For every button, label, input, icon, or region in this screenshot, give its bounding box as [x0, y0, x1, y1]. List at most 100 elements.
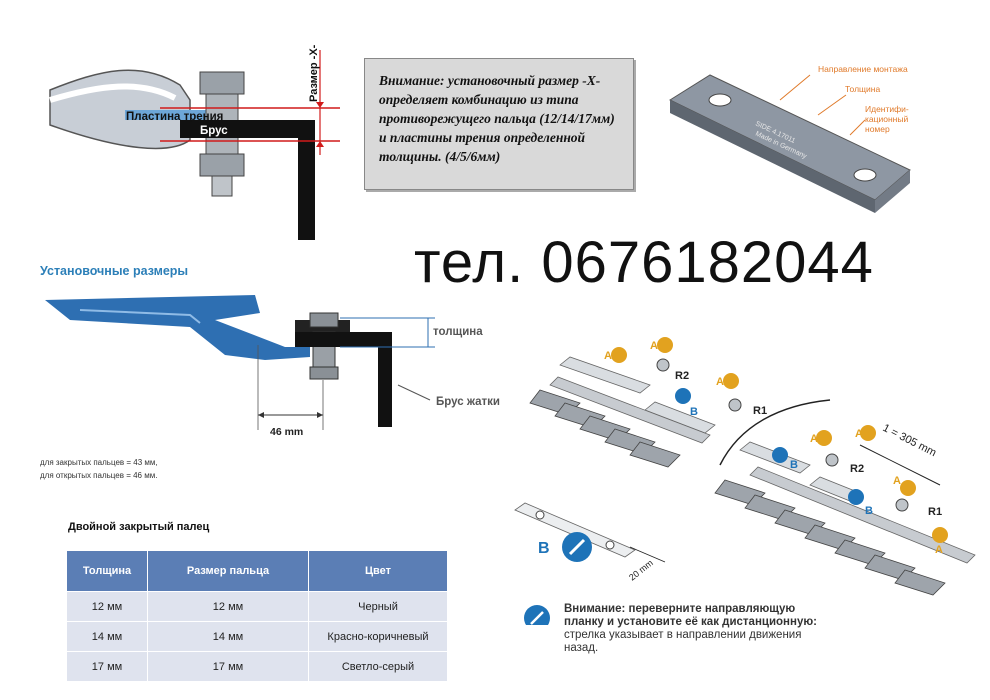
warning-line-4: назад. [564, 642, 599, 654]
plate-side-face [670, 100, 875, 213]
note-open-fingers: для открытых пальцев = 46 мм. [40, 471, 158, 480]
svg-text:A: A [650, 340, 658, 352]
guard-finger-shape [49, 69, 191, 150]
svg-text:A: A [810, 433, 818, 445]
fingers-right [714, 479, 946, 596]
label-id-3: номер [865, 124, 890, 134]
table-header-row: Толщина Размер пальца Цвет [66, 550, 448, 592]
label-r2-right: R2 [850, 463, 864, 475]
install-nut-bottom [309, 366, 339, 380]
badge-a-2: A [650, 337, 673, 353]
svg-text:A: A [893, 475, 901, 487]
label-id-1: Идентифи- [865, 104, 909, 114]
blue-finger-shape [45, 295, 310, 360]
badge-a-1: A [604, 347, 627, 363]
badge-a-7: A [932, 527, 948, 556]
table-cell: 14 мм [66, 621, 148, 652]
label-r2-left: R2 [675, 370, 689, 382]
warning-line-3: стрелка указывает в направлении движения [564, 629, 802, 641]
label-size-x: Размер -X- [308, 44, 320, 102]
label-direction: Направление монтажа [818, 64, 908, 74]
badge-b-1: B [675, 388, 698, 418]
badge-b-3: B [848, 489, 873, 517]
plate-end-face [875, 170, 910, 213]
label-thickness: Толщина [845, 84, 880, 94]
separator-curve [719, 399, 831, 466]
blue-finger-highlight [79, 309, 201, 324]
table-cell: Черный [308, 591, 448, 622]
leader-thickness [817, 94, 847, 116]
friction-plate-3d: SIDE 4.17011 Made in Germany Направление… [668, 64, 911, 213]
install-sizes-title: Установочные размеры [40, 264, 189, 278]
label-thickness-install: толщина [433, 326, 483, 338]
install-sizes-diagram: толщина Брус жатки 46 mm [45, 295, 500, 438]
bar-right [749, 466, 976, 564]
nut-bottom [199, 153, 245, 177]
table-title: Двойной закрытый палец [68, 521, 210, 533]
svg-text:A: A [855, 428, 863, 440]
note-closed-fingers: для закрытых пальцев = 43 мм, [40, 458, 158, 467]
dim-arrow-right-icon [317, 412, 323, 418]
label-r1-right: R1 [928, 506, 942, 518]
badge-b-2: B [772, 447, 798, 471]
friction-plate-shape [125, 110, 235, 120]
plate-hole-right [853, 168, 877, 182]
svg-text:B: B [690, 406, 698, 418]
leader-id [849, 119, 866, 136]
install-nut-top [309, 312, 339, 328]
bolt-r1-left [728, 398, 742, 412]
spacer-hole-right [605, 540, 615, 550]
warning-line-1: Внимание: переверните направляющую [564, 603, 796, 615]
arrow-up-right-small-icon [530, 611, 544, 625]
label-id-2: кационный [865, 114, 908, 124]
fingers-left [529, 389, 681, 468]
nut-top [199, 71, 245, 95]
table-cell: 12 мм [147, 591, 309, 622]
label-bar: Брус [200, 125, 228, 137]
bolt-r2-left [656, 358, 670, 372]
phone-number: тел. 0676182044 [414, 230, 874, 295]
width-dim-line [629, 546, 666, 563]
label-46mm: 46 mm [270, 426, 303, 438]
bar-left [549, 376, 711, 444]
table-row: 17 мм 17 мм Светло-серый [66, 651, 448, 682]
finger-spec-table: Толщина Размер пальца Цвет 12 мм 12 мм Ч… [66, 550, 448, 682]
strip-a-left [559, 356, 651, 394]
leader-direction [779, 74, 811, 101]
table-cell: 14 мм [147, 621, 309, 652]
warning-arrow-badge [524, 605, 550, 625]
svg-text:A: A [604, 350, 612, 362]
table-cell: 17 мм [66, 651, 148, 682]
arrow-up-right-icon [568, 538, 586, 556]
bolt-thread [211, 175, 233, 197]
svg-text:A: A [716, 376, 724, 388]
label-20mm: 20 mm [627, 558, 655, 583]
bolt-r2-right [825, 453, 839, 467]
bar-angle-shape [180, 120, 315, 240]
label-b-large: B [538, 540, 550, 557]
installation-note: Внимание: установочный размер -X- опреде… [364, 58, 634, 190]
warning-line-2: планку и установите её как дистанционную… [564, 616, 817, 628]
dim-arrow-left-icon [258, 412, 264, 418]
assembly-warning: Внимание: переверните направляющую планк… [564, 603, 824, 655]
col-header-size: Размер пальца [147, 550, 309, 592]
badge-a-3: A [716, 373, 739, 389]
span-dim-line [859, 444, 941, 486]
table-row: 14 мм 14 мм Красно-коричневый [66, 621, 448, 652]
install-bar-angle [295, 332, 392, 427]
bolt-r1-right [895, 498, 909, 512]
svg-text:B: B [865, 505, 873, 517]
spacer-hole-left [535, 510, 545, 520]
label-span: 1 = 305 mm [881, 422, 938, 459]
badge-a-5: A [855, 425, 876, 441]
label-r1-left: R1 [753, 405, 767, 417]
plate-hole-left [708, 93, 732, 107]
table-row: 12 мм 12 мм Черный [66, 591, 448, 622]
label-friction-plate: Пластина трения [126, 111, 223, 123]
table-cell: 17 мм [147, 651, 309, 682]
bar-leader-line [397, 384, 431, 401]
svg-text:B: B [790, 459, 798, 471]
assembly-diagram: 1 = 305 mm A A A A A A A B B B R2 [514, 337, 976, 625]
table-cell: Светло-серый [308, 651, 448, 682]
svg-text:A: A [935, 544, 943, 556]
